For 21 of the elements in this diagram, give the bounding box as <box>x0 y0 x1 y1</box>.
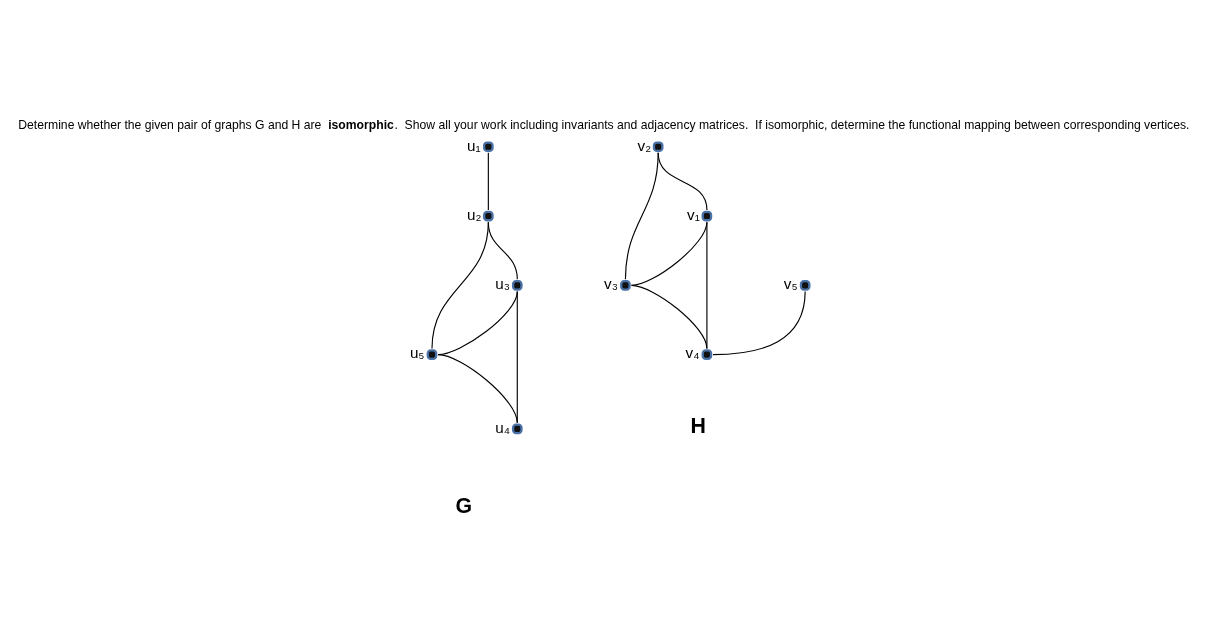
connector <box>624 151 659 280</box>
node-label: u₃ <box>495 274 510 292</box>
connector <box>431 221 489 349</box>
connector <box>630 284 708 349</box>
connector <box>712 290 806 355</box>
node-label: u₂ <box>467 205 482 223</box>
connector <box>437 353 518 423</box>
node-label: v₅ <box>783 274 798 292</box>
node-label: v₃ <box>604 274 618 292</box>
connector <box>516 290 518 423</box>
node-label: v₄ <box>685 343 700 361</box>
node-label: v₂ <box>637 136 652 154</box>
node-label: v₁ <box>687 205 700 223</box>
node-label: u₁ <box>467 136 481 154</box>
connector <box>487 151 489 211</box>
node-label: u₅ <box>409 343 425 361</box>
connector <box>706 221 708 349</box>
label: G <box>455 493 473 518</box>
label: H <box>690 413 706 438</box>
diagram-title: Determine whether the given pair of graphs G and H are isomorphic. Show all your work including invariants and adjacency matrices. If isomorphic, determine the functional mapping between corresponding vertices. <box>18 117 1190 132</box>
node-label: u₄ <box>495 418 510 436</box>
